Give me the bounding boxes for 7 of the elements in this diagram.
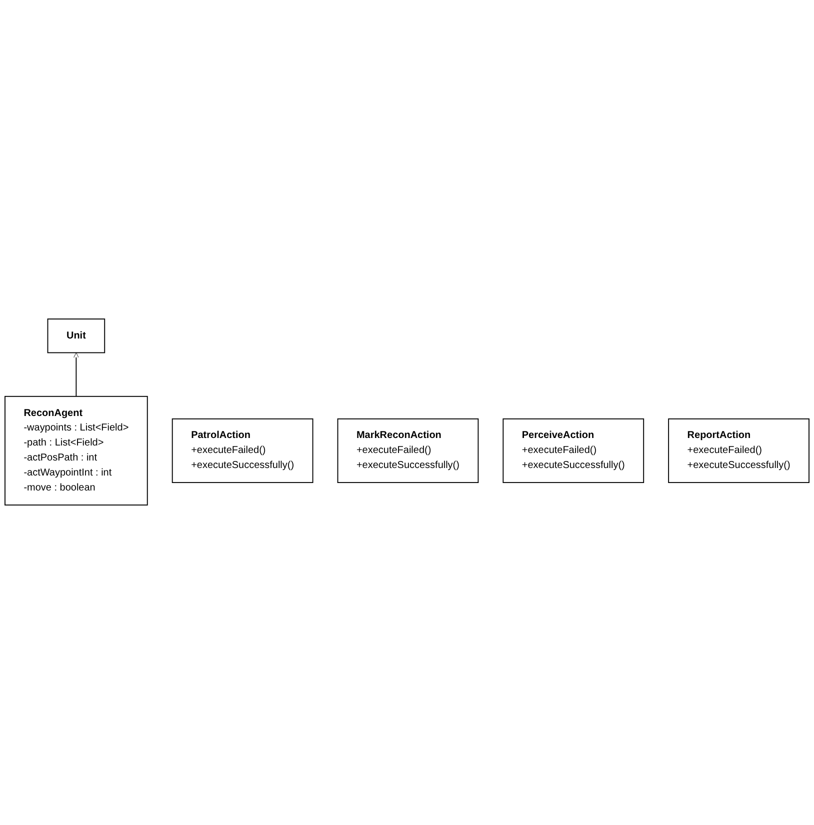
node-box: MarkReconAction +executeFailed() +executeSuccessfully() (337, 418, 479, 484)
node-box: ReportAction +executeFailed() +executeSuccessfully() (668, 418, 810, 484)
node-box: ReconAgent -waypoints : List<Field> -path : List<Field> -actPosPath : int -actWaypointInt : int -move : boolean (4, 396, 148, 506)
node-box: Unit (47, 319, 106, 354)
arrow (73, 352, 79, 398)
node-box: PatrolAction +executeFailed() +executeSuccessfully() (172, 418, 314, 484)
node-box: PerceiveAction +executeFailed() +executeSuccessfully() (502, 418, 644, 484)
